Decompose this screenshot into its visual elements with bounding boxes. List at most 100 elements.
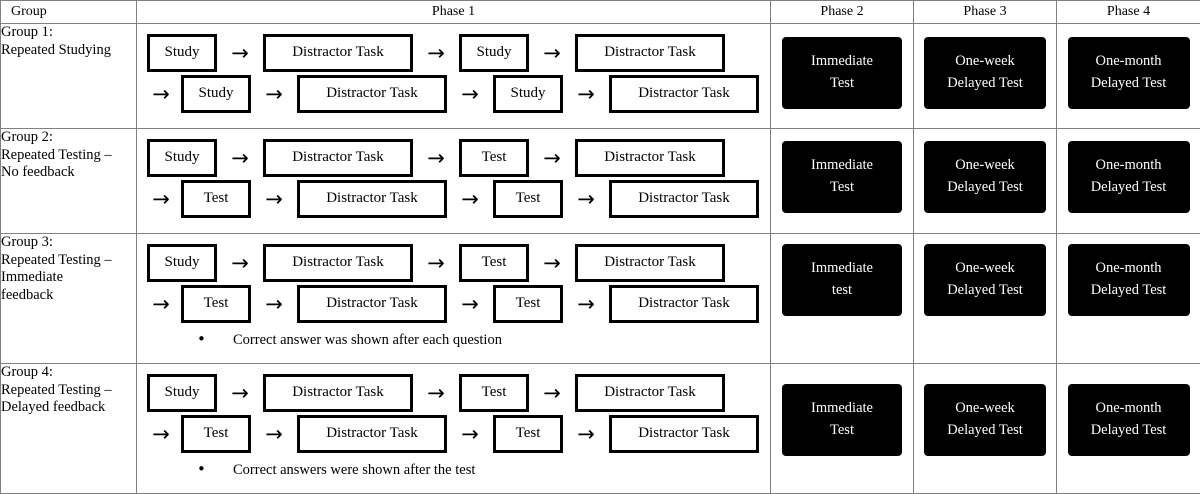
flow-node-distr: Distractor Task (609, 75, 759, 113)
arrow-icon: → (461, 81, 479, 106)
flow-node-distr: Distractor Task (575, 374, 725, 413)
arrow-icon: → (427, 145, 445, 170)
phase-1-flow-cell: Study → Distractor Task → Study → Distractor T… (136, 22, 771, 130)
table-row: Group 1: Repeated Studying Study → Distract… (0, 22, 1200, 130)
flow-node-distr: Distractor Task (575, 139, 725, 178)
flow-line: Study→Distractor Task→Test→Distractor Ta… (137, 136, 770, 180)
arrow-icon: → (265, 81, 283, 106)
flow-node-study: Study (147, 34, 217, 72)
header-group: Group (0, 0, 137, 24)
flow-node-test: Test (493, 285, 563, 324)
table-row: Group 3: Repeated Testing – Immediate fe… (0, 233, 1200, 365)
flow-line: →Test→Distractor Task→Test→Distractor Ta… (137, 412, 770, 456)
group-label-cell: Group 1: Repeated Studying (0, 22, 137, 130)
group-label-cell: Group 4: Repeated Testing – Delayed feed… (0, 363, 137, 494)
flow-node-study: Study (147, 139, 217, 178)
flow-node-test: Test (459, 244, 529, 283)
arrow-icon: → (543, 250, 561, 275)
test-box-line: One-week (955, 157, 1015, 174)
flow-line: →Test→Distractor Task→Test→Distractor Ta… (137, 282, 770, 326)
flow-wrapper: Study → Distractor Task → Test → Distractor Ta… (137, 364, 770, 483)
arrow-icon: → (152, 421, 170, 446)
bullet-icon: • (197, 330, 206, 349)
flow-node-distr: Distractor Task (575, 34, 725, 72)
flow-wrapper: Study → Distractor Task → Study → Distractor T… (137, 24, 770, 120)
feedback-note-text: Correct answers were shown after the tes… (233, 462, 476, 479)
flow-node-distr: Distractor Task (263, 34, 413, 72)
test-box-line: Delayed Test (947, 281, 1023, 298)
flow-node-test: Test (493, 415, 563, 454)
header-phase-4: Phase 4 (1056, 0, 1200, 24)
arrow-icon: → (231, 250, 249, 275)
group-label-cell: Group 2: Repeated Testing – No feedback (0, 128, 137, 235)
test-box-line: Immediate (810, 157, 873, 174)
arrow-icon: → (543, 380, 561, 405)
flow-node-study: Study (459, 34, 529, 72)
arrow-icon: → (577, 186, 595, 211)
flow-line: Study→Distractor Task→Test→Distractor Ta… (137, 241, 770, 285)
flow-node-study: Study (181, 75, 251, 113)
flow-line: →Study→Distractor Task→Study→Distractor … (137, 72, 770, 116)
test-box-line: One-month (1095, 53, 1162, 69)
group-label-cell: Group 3: Repeated Testing – Immediate fe… (0, 233, 137, 365)
flow-node-distr: Distractor Task (609, 415, 759, 454)
arrow-icon: → (577, 421, 595, 446)
arrow-icon: → (265, 291, 283, 316)
test-box-line: Test (830, 74, 854, 91)
test-box-line: Delayed Test (947, 74, 1023, 91)
flow-node-test: Test (181, 180, 251, 219)
flow-line: →Test→Distractor Task→Test→Distractor Ta… (137, 177, 770, 221)
flow-line: Study→Distractor Task→Test→Distractor Ta… (137, 371, 770, 415)
arrow-icon: → (231, 380, 249, 405)
test-box-line: One-week (955, 260, 1015, 277)
flow-node-study: Study (147, 244, 217, 283)
arrow-icon: → (543, 145, 561, 170)
flow-node-test: Test (459, 139, 529, 178)
flow-node-distr: Distractor Task (297, 415, 447, 454)
header-phase-1: Phase 1 (136, 0, 771, 24)
test-box-line: One-month (1095, 400, 1162, 417)
flow-node-distr: Distractor Task (263, 244, 413, 283)
arrow-icon: → (231, 40, 249, 65)
test-box-line: Delayed Test (1090, 421, 1167, 438)
arrow-icon: → (265, 421, 283, 446)
test-box-line: Immediate (810, 53, 873, 69)
flow-node-study: Study (147, 374, 217, 413)
arrow-icon: → (152, 186, 170, 211)
flow-wrapper: Study→Distractor Task→Test→Distractor Ta… (137, 129, 770, 225)
feedback-note: •Correct answer was shown after each que… (137, 326, 770, 349)
test-box-line: Immediate (810, 400, 873, 417)
test-box-line: Test (830, 178, 854, 195)
flow-node-distr: Distractor Task (297, 75, 447, 113)
test-box-line: Delayed Test (947, 178, 1023, 195)
arrow-icon: → (152, 291, 170, 316)
test-box-line: test (831, 281, 853, 298)
header-phase-3: Phase 3 (913, 0, 1057, 24)
test-box-line: One-week (955, 400, 1015, 417)
phase-1-flow-cell: Study → Distractor Task → Test → Distractor Ta… (136, 233, 771, 365)
test-box-line: Test (830, 421, 854, 438)
arrow-icon: → (461, 186, 479, 211)
arrow-icon: → (461, 291, 479, 316)
feedback-note: •Correct answers were shown after the te… (137, 456, 770, 479)
flow-node-distr: Distractor Task (609, 285, 759, 324)
arrow-icon: → (543, 40, 561, 65)
